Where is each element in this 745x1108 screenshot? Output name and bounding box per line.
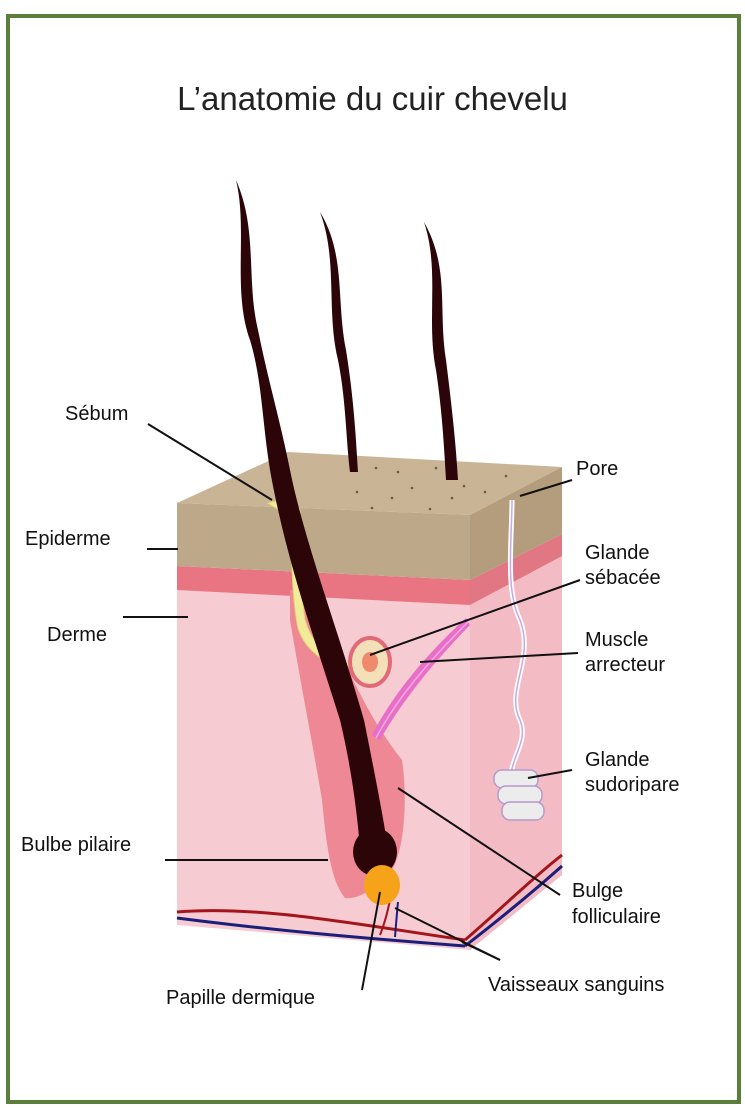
hair-3 [424, 222, 458, 480]
label-vaisseaux: Vaisseaux sanguins [488, 973, 664, 997]
label-bulbe-pilaire: Bulbe pilaire [21, 833, 131, 857]
label-glande-sudoripare-2: sudoripare [585, 773, 680, 797]
label-bulge-1: Bulge [572, 879, 623, 903]
label-glande-sudoripare-1: Glande [585, 748, 650, 772]
label-sebum: Sébum [65, 402, 128, 426]
label-muscle-1: Muscle [585, 628, 648, 652]
dermal-papilla [364, 865, 400, 905]
label-pore: Pore [576, 457, 618, 481]
label-bulge-2: folliculaire [572, 905, 661, 929]
sweat-gland-coil [494, 770, 544, 820]
label-derme: Derme [47, 623, 107, 647]
label-glande-sebacee-2: sébacée [585, 566, 661, 590]
label-glande-sebacee-1: Glande [585, 541, 650, 565]
hair-2 [320, 212, 358, 472]
label-muscle-2: arrecteur [585, 653, 665, 677]
label-papille: Papille dermique [166, 986, 315, 1010]
label-epiderme: Epiderme [25, 527, 111, 551]
